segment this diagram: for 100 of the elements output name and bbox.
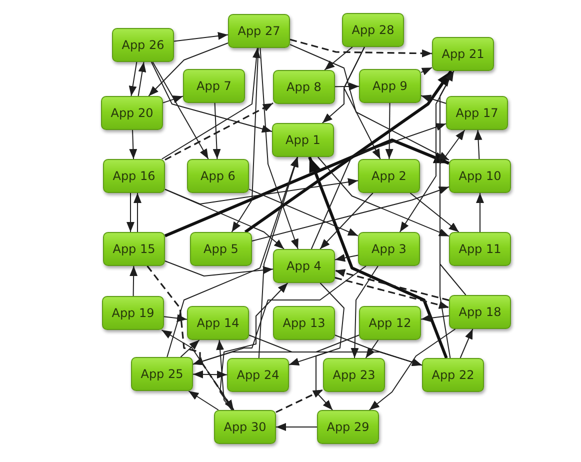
thick-arrow [164, 138, 450, 238]
arrow [310, 123, 446, 250]
app-box [446, 96, 508, 130]
app-box [190, 232, 252, 266]
arrow [174, 32, 228, 42]
thick-arrow [244, 70, 452, 234]
arrow [440, 130, 466, 296]
arrow [334, 82, 360, 90]
node-label: App 23 [332, 368, 376, 382]
node-label: App 15 [112, 242, 156, 256]
node-label: App 12 [368, 316, 412, 330]
app-box [432, 37, 494, 71]
node-label: App 5 [204, 242, 238, 256]
app-box [131, 357, 193, 391]
app-box [187, 306, 249, 340]
arrow [276, 423, 318, 431]
node-label: App 14 [196, 316, 240, 330]
node-label: App 25 [140, 367, 184, 381]
arrow [476, 192, 484, 232]
node-label: App 11 [458, 242, 502, 256]
node-label: App 27 [238, 24, 280, 38]
node-label: App 21 [442, 47, 484, 61]
arrow [220, 282, 288, 410]
arrow [316, 282, 344, 410]
app-box [214, 410, 276, 444]
arrow [134, 192, 142, 232]
app-box [273, 306, 335, 340]
arrow [161, 48, 260, 160]
arrow [129, 130, 138, 160]
arrow [150, 62, 272, 133]
dashed-arrow [146, 266, 234, 410]
arrow [164, 260, 274, 276]
node-label: App 2 [372, 169, 406, 183]
arrow [164, 188, 284, 250]
app-box [103, 232, 165, 266]
app-box [227, 358, 289, 392]
node-label: App 1 [286, 133, 320, 147]
app-box [317, 410, 379, 444]
app-box [358, 232, 420, 266]
node-label: App 20 [110, 106, 154, 120]
arrow [324, 46, 353, 70]
arrow [320, 192, 374, 250]
node-label: App 26 [122, 38, 164, 52]
arrow [368, 328, 456, 410]
app-box [101, 96, 163, 130]
arrow [212, 102, 221, 160]
arrow [317, 156, 450, 237]
arrow [162, 96, 184, 104]
arrow [334, 334, 422, 366]
arrow [334, 254, 358, 262]
arrow [180, 340, 200, 358]
arrow [410, 192, 460, 232]
arrow [420, 314, 450, 322]
app-box [102, 296, 164, 330]
double-arrow [192, 370, 228, 379]
arrow [148, 42, 228, 96]
arrow [290, 44, 450, 160]
arrow [248, 188, 358, 236]
arrow [164, 314, 188, 322]
arrow [126, 192, 134, 232]
dashed-arrow [290, 38, 432, 58]
dashed-arrow [334, 269, 450, 302]
app-box [273, 249, 335, 283]
dashed-arrow [164, 102, 274, 160]
app-box [228, 14, 290, 48]
arrow [399, 70, 454, 232]
node-label: App 10 [458, 169, 502, 183]
app-box [342, 13, 404, 47]
node-label: App 24 [236, 368, 280, 382]
arrow [166, 156, 298, 358]
app-box [449, 295, 511, 329]
node-label: App 7 [196, 79, 232, 93]
app-box [359, 306, 421, 340]
arrow [138, 62, 146, 96]
app-box [273, 70, 335, 104]
app-box [358, 159, 420, 193]
app-box [449, 232, 511, 266]
arrow [216, 340, 232, 410]
arrow [365, 340, 379, 358]
app-box [103, 159, 165, 193]
arrow [192, 266, 366, 365]
arrow [164, 178, 358, 204]
app-box [422, 358, 484, 392]
thick-arrow [308, 156, 448, 359]
node-label: App 19 [112, 306, 154, 320]
arrow [258, 156, 298, 358]
app-box [187, 159, 249, 193]
arrow [130, 266, 138, 296]
arrow [420, 94, 446, 104]
node-label: App 18 [458, 305, 502, 319]
app-box [183, 69, 245, 103]
arrow [344, 46, 381, 160]
node-label: App 17 [456, 106, 498, 120]
arrow [188, 390, 219, 410]
arrow [440, 70, 454, 358]
arrow [420, 67, 432, 76]
node-label: App 22 [432, 368, 474, 382]
node-label: App 28 [352, 23, 394, 37]
arrow [385, 102, 394, 160]
node-label: App 4 [286, 259, 322, 273]
